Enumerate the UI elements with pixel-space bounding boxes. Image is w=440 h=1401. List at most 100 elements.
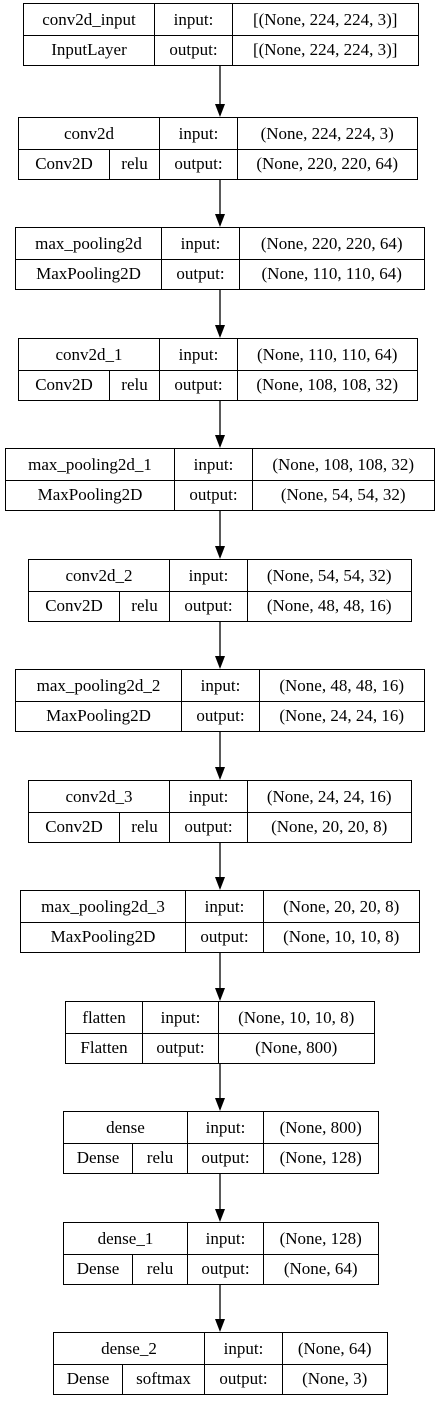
output-label: output: — [204, 1364, 282, 1394]
layer-input-row: conv2d_input input:[(None, 224, 224, 3)] — [24, 4, 418, 36]
input-shape: (None, 800) — [263, 1112, 377, 1143]
arrowhead-icon — [215, 1209, 225, 1222]
layer-type: MaxPooling2D — [46, 706, 151, 725]
input-shape: (None, 108, 108, 32) — [252, 449, 433, 480]
layer-name: dense_2 — [101, 1338, 157, 1358]
layer-activation: softmax — [122, 1364, 204, 1394]
input-label: input: — [159, 118, 237, 149]
layer-node: conv2d_input input:[(None, 224, 224, 3)] I… — [23, 3, 419, 66]
input-shape: (None, 48, 48, 16) — [259, 670, 423, 701]
input-label: input: — [187, 1223, 263, 1254]
arrowhead-icon — [215, 988, 225, 1001]
layer-input-row: dense input:(None, 800) — [64, 1112, 378, 1144]
arrowhead-icon — [215, 435, 225, 448]
output-shape: (None, 128) — [263, 1143, 377, 1173]
output-shape: (None, 3) — [282, 1364, 386, 1394]
layer-name: max_pooling2d_2 — [36, 675, 161, 695]
layer-input-row: max_pooling2d_2 input:(None, 48, 48, 16) — [16, 670, 424, 702]
layer-type: Dense — [76, 1259, 120, 1278]
layer-name: conv2d_1 — [55, 344, 123, 364]
output-shape: (None, 48, 48, 16) — [247, 591, 410, 621]
arrowhead-icon — [215, 104, 225, 117]
layer-type: Conv2D — [45, 817, 103, 836]
output-label: output: — [154, 35, 232, 65]
output-label: output: — [159, 149, 237, 179]
output-shape: (None, 220, 220, 64) — [237, 149, 416, 179]
layer-input-row: conv2d_3 input:(None, 24, 24, 16) — [29, 781, 411, 813]
input-label: input: — [181, 670, 259, 701]
layer-type: MaxPooling2D — [36, 264, 141, 283]
layer-name: dense — [106, 1117, 145, 1137]
output-label: output: — [169, 812, 247, 842]
input-shape: [(None, 224, 224, 3)] — [232, 4, 417, 35]
layer-name: conv2d_3 — [65, 786, 133, 806]
output-label: output: — [185, 922, 263, 952]
input-label: input: — [154, 4, 232, 35]
output-label: output: — [187, 1254, 263, 1284]
input-shape: (None, 24, 24, 16) — [247, 781, 410, 812]
input-shape: (None, 54, 54, 32) — [247, 560, 410, 591]
output-label: output: — [142, 1033, 218, 1063]
layer-activation: relu — [132, 1254, 187, 1284]
layer-name: dense_1 — [97, 1228, 154, 1248]
layer-type: Conv2D — [45, 596, 103, 615]
layer-output-row: MaxPooling2D output:(None, 24, 24, 16) — [16, 701, 424, 731]
output-label: output: — [181, 701, 259, 731]
input-label: input: — [142, 1002, 218, 1033]
layer-type: Dense — [66, 1369, 110, 1388]
arrowhead-icon — [215, 656, 225, 669]
layer-type: MaxPooling2D — [37, 485, 143, 504]
input-label: input: — [169, 560, 247, 591]
output-shape: (None, 20, 20, 8) — [247, 812, 410, 842]
input-label: input: — [169, 781, 247, 812]
output-shape: (None, 108, 108, 32) — [237, 370, 416, 400]
arrowhead-icon — [215, 877, 225, 890]
layer-name: conv2d_input — [42, 9, 136, 29]
input-label: input: — [159, 339, 237, 370]
arrowhead-icon — [215, 1319, 225, 1332]
layer-name: max_pooling2d_3 — [41, 896, 165, 916]
input-label: input: — [187, 1112, 263, 1143]
layer-name: max_pooling2d — [35, 233, 142, 253]
arrowhead-icon — [215, 767, 225, 780]
layer-name: conv2d_2 — [65, 565, 133, 585]
output-label: output: — [169, 591, 247, 621]
output-shape: (None, 800) — [218, 1033, 373, 1063]
output-shape: (None, 24, 24, 16) — [259, 701, 423, 731]
layer-type: Conv2D — [35, 375, 93, 394]
input-shape: (None, 20, 20, 8) — [263, 891, 418, 922]
output-label: output: — [174, 480, 252, 510]
layer-type: Conv2D — [35, 154, 93, 173]
arrowhead-icon — [215, 1098, 225, 1111]
layer-input-row: conv2d_2 input:(None, 54, 54, 32) — [29, 560, 411, 592]
layer-activation: relu — [132, 1143, 187, 1173]
input-shape: (None, 224, 224, 3) — [237, 118, 416, 149]
layer-type: InputLayer — [51, 40, 127, 59]
arrowhead-icon — [215, 325, 225, 338]
